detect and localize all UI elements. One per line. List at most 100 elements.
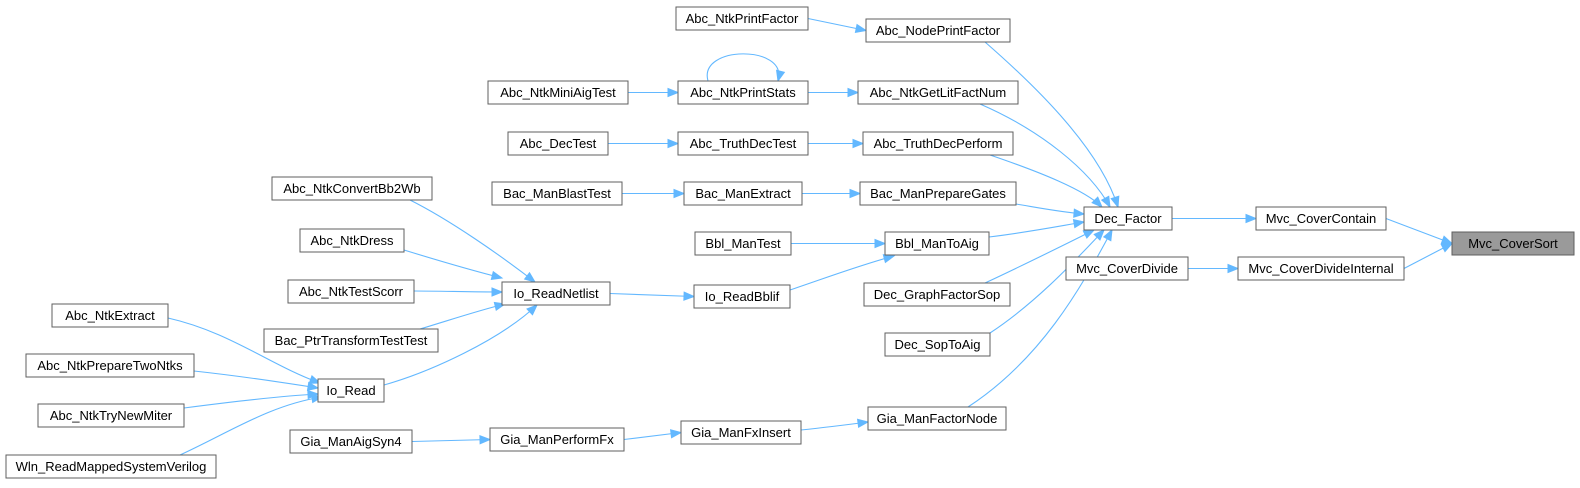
- graph-node-Abc_NtkPrintFactor[interactable]: Abc_NtkPrintFactor: [675, 6, 809, 31]
- node-box[interactable]: [1065, 256, 1189, 281]
- graph-node-Io_ReadBblif[interactable]: Io_ReadBblif: [693, 284, 791, 309]
- node-box[interactable]: [263, 328, 439, 353]
- node-box[interactable]: [51, 303, 169, 328]
- edge-arrowhead: [849, 188, 862, 199]
- node-label: Abc_NtkTestScorr: [299, 284, 404, 299]
- graph-node-Dec_Factor[interactable]: Dec_Factor: [1083, 206, 1173, 231]
- node-label: Bac_ManBlastTest: [503, 186, 611, 201]
- graph-node-Gia_ManFxInsert[interactable]: Gia_ManFxInsert: [680, 420, 802, 445]
- edge-arrowhead: [491, 287, 504, 297]
- node-box[interactable]: [884, 231, 990, 256]
- node-label: Bbl_ManTest: [705, 236, 781, 251]
- node-box[interactable]: [317, 378, 385, 403]
- graph-node-Io_ReadNetlist[interactable]: Io_ReadNetlist: [501, 281, 611, 306]
- edge-arrowhead: [670, 429, 683, 439]
- edge-arrowhead: [1227, 263, 1240, 274]
- graph-node-Gia_ManAigSyn4[interactable]: Gia_ManAigSyn4: [289, 429, 413, 454]
- graph-node-Bac_ManPrepareGates[interactable]: Bac_ManPrepareGates: [859, 181, 1017, 206]
- edge-Abc_NtkPrintStats-to-Abc_NtkPrintStats: [706, 53, 786, 83]
- node-label: Dec_GraphFactorSop: [874, 287, 1000, 302]
- node-box[interactable]: [299, 228, 405, 253]
- graph-node-Gia_ManPerformFx[interactable]: Gia_ManPerformFx: [489, 427, 625, 452]
- graph-node-Bac_PtrTransformTestTest[interactable]: Bac_PtrTransformTestTest: [263, 328, 439, 353]
- edge-Abc_NtkPrepareTwoNtks-to-Io_Read: [193, 370, 320, 392]
- node-label: Gia_ManPerformFx: [500, 432, 614, 447]
- graph-node-Abc_NodePrintFactor[interactable]: Abc_NodePrintFactor: [865, 18, 1011, 43]
- node-box[interactable]: [287, 279, 415, 304]
- graph-node-Dec_SopToAig[interactable]: Dec_SopToAig: [884, 332, 991, 357]
- graph-node-Bac_ManBlastTest[interactable]: Bac_ManBlastTest: [491, 181, 623, 206]
- node-box[interactable]: [25, 353, 195, 378]
- node-box[interactable]: [1237, 256, 1405, 281]
- graph-node-Abc_TruthDecPerform[interactable]: Abc_TruthDecPerform: [862, 131, 1014, 156]
- graph-node-Abc_NtkExtract[interactable]: Abc_NtkExtract: [51, 303, 169, 328]
- node-box[interactable]: [857, 80, 1019, 105]
- edge-line: [383, 304, 538, 386]
- graph-node-Abc_TruthDecTest[interactable]: Abc_TruthDecTest: [677, 131, 809, 156]
- node-box[interactable]: [489, 427, 625, 452]
- node-box[interactable]: [5, 454, 217, 479]
- node-box[interactable]: [677, 131, 809, 156]
- graph-node-Abc_NtkGetLitFactNum[interactable]: Abc_NtkGetLitFactNum: [857, 80, 1019, 105]
- graph-node-Abc_NtkPrintStats[interactable]: Abc_NtkPrintStats: [677, 80, 809, 105]
- edge-line: [179, 396, 323, 456]
- node-box[interactable]: [1451, 231, 1575, 256]
- edge-arrowhead: [852, 138, 865, 149]
- node-box[interactable]: [693, 284, 791, 309]
- edge-arrowhead: [1102, 228, 1113, 242]
- node-label: Abc_NtkTryNewMiter: [50, 408, 173, 423]
- node-box[interactable]: [859, 181, 1017, 206]
- edge-Gia_ManPerformFx-to-Gia_ManFxInsert: [623, 429, 683, 441]
- graph-node-Dec_GraphFactorSop[interactable]: Dec_GraphFactorSop: [863, 282, 1011, 307]
- node-label: Bac_PtrTransformTestTest: [275, 333, 428, 348]
- node-box[interactable]: [1255, 206, 1387, 231]
- node-box[interactable]: [1083, 206, 1173, 231]
- node-box[interactable]: [680, 420, 802, 445]
- graph-node-Wln_ReadMappedSystemVerilog[interactable]: Wln_ReadMappedSystemVerilog: [5, 454, 217, 479]
- graph-node-Abc_NtkConvertBb2Wb[interactable]: Abc_NtkConvertBb2Wb: [271, 176, 433, 201]
- graph-node-Abc_NtkPrepareTwoNtks[interactable]: Abc_NtkPrepareTwoNtks: [25, 353, 195, 378]
- graph-node-Abc_NtkMiniAigTest[interactable]: Abc_NtkMiniAigTest: [487, 80, 629, 105]
- graph-node-Abc_DecTest[interactable]: Abc_DecTest: [507, 131, 609, 156]
- graph-node-Abc_NtkTryNewMiter[interactable]: Abc_NtkTryNewMiter: [37, 403, 185, 428]
- node-box[interactable]: [865, 18, 1011, 43]
- edge-arrowhead: [854, 23, 868, 34]
- graph-node-Io_Read[interactable]: Io_Read: [317, 378, 385, 403]
- edge-arrowhead: [1091, 196, 1103, 208]
- edge-arrowhead: [1440, 242, 1454, 253]
- graph-node-Abc_NtkTestScorr[interactable]: Abc_NtkTestScorr: [287, 279, 415, 304]
- node-box[interactable]: [867, 406, 1007, 431]
- node-box[interactable]: [491, 181, 623, 206]
- node-box[interactable]: [507, 131, 609, 156]
- node-box[interactable]: [289, 429, 413, 454]
- node-box[interactable]: [862, 131, 1014, 156]
- graph-node-Bbl_ManToAig[interactable]: Bbl_ManToAig: [884, 231, 990, 256]
- edge-Abc_NodePrintFactor-to-Dec_Factor: [984, 41, 1120, 209]
- node-box[interactable]: [863, 282, 1011, 307]
- graph-node-Mvc_CoverDivideInternal[interactable]: Mvc_CoverDivideInternal: [1237, 256, 1405, 281]
- graph-node-Mvc_CoverContain[interactable]: Mvc_CoverContain: [1255, 206, 1387, 231]
- node-box[interactable]: [271, 176, 433, 201]
- node-box[interactable]: [501, 281, 611, 306]
- node-box[interactable]: [37, 403, 185, 428]
- graph-node-Gia_ManFactorNode[interactable]: Gia_ManFactorNode: [867, 406, 1007, 431]
- graph-node-Mvc_CoverSort[interactable]: Mvc_CoverSort: [1451, 231, 1575, 256]
- edge-arrowhead: [667, 138, 680, 149]
- node-box[interactable]: [675, 6, 809, 31]
- node-box[interactable]: [487, 80, 629, 105]
- node-label: Abc_NtkPrintFactor: [686, 11, 799, 26]
- edge-Abc_NtkMiniAigTest-to-Abc_NtkPrintStats: [628, 87, 680, 98]
- edge-line: [979, 103, 1111, 208]
- edge-line: [167, 317, 321, 384]
- node-box[interactable]: [694, 231, 792, 256]
- node-box[interactable]: [884, 332, 991, 357]
- graph-node-Bbl_ManTest[interactable]: Bbl_ManTest: [694, 231, 792, 256]
- node-box[interactable]: [683, 181, 803, 206]
- edge-Dec_Factor-to-Mvc_CoverContain: [1172, 213, 1258, 224]
- graph-node-Bac_ManExtract[interactable]: Bac_ManExtract: [683, 181, 803, 206]
- edge-Abc_NtkPrintStats-to-Abc_NtkGetLitFactNum: [808, 87, 860, 98]
- graph-node-Abc_NtkDress[interactable]: Abc_NtkDress: [299, 228, 405, 253]
- edge-line: [411, 438, 491, 443]
- node-box[interactable]: [677, 80, 809, 105]
- graph-node-Mvc_CoverDivide[interactable]: Mvc_CoverDivide: [1065, 256, 1189, 281]
